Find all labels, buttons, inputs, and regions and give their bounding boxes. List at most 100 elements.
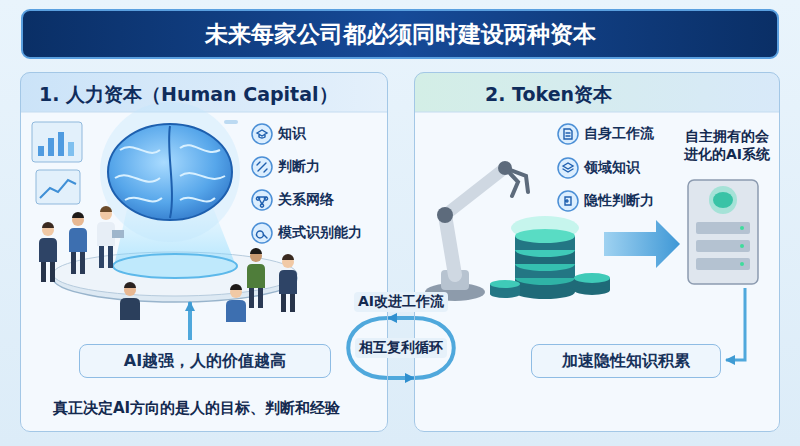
people (99, 246, 104, 268)
brain-hologram (120, 147, 160, 153)
brain-hologram (180, 145, 220, 152)
people (247, 248, 265, 308)
people (279, 254, 297, 312)
token-coins (490, 280, 520, 288)
block-arrow (604, 220, 680, 268)
statement-box: AI越强，人的价值越高 (79, 344, 331, 378)
icon-disc (252, 190, 272, 210)
brain-hologram (169, 126, 172, 218)
server-arrow (726, 288, 745, 360)
chart-panels (68, 142, 74, 156)
up-arrow (190, 302, 191, 340)
token-coins (515, 229, 575, 243)
panel-ground (20, 72, 388, 112)
brain-hologram (100, 102, 240, 278)
capability-item: 隐性判断力 (557, 190, 654, 212)
loop-arcs (348, 318, 388, 378)
people (39, 222, 57, 282)
robot-arm (445, 215, 455, 275)
robot-arm (445, 168, 505, 215)
brain-hologram (108, 124, 232, 220)
people (226, 284, 246, 322)
server (688, 180, 758, 284)
panel-note: 真正决定AI方向的是人的目标、判断和经验 (53, 399, 340, 418)
system-caption: 自主拥有的会 进化的AI系统 (677, 127, 777, 163)
item-text: 关系网络 (278, 191, 334, 209)
people (50, 262, 55, 282)
people (42, 222, 54, 228)
item-text: 判断力 (278, 158, 320, 176)
chart-panels (36, 170, 80, 204)
icon-glyph (563, 163, 573, 172)
block-arrow (604, 220, 680, 268)
people (39, 206, 297, 322)
capability-item: 判断力 (251, 156, 320, 178)
people (258, 288, 263, 308)
server (709, 186, 737, 214)
people (80, 252, 85, 274)
icon-disc (252, 124, 272, 144)
panel-ground (414, 72, 780, 432)
statement-box: 加速隐性知识积累 (531, 344, 721, 378)
capability-item: 知识 (251, 123, 306, 145)
people (230, 284, 242, 290)
item-text: 知识 (278, 125, 306, 143)
people (281, 294, 286, 312)
server (740, 226, 744, 230)
people (120, 298, 140, 320)
chart-panels (40, 180, 76, 198)
chart-panels (32, 122, 82, 162)
panel-ground (414, 72, 780, 112)
token-coins (574, 285, 610, 295)
title-bar (22, 10, 778, 58)
item-icon (557, 123, 579, 145)
server (688, 180, 758, 284)
panel-ground (20, 72, 388, 432)
diagram-title: 未来每家公司都必须同时建设两种资本 (22, 10, 778, 58)
icon-glyph (564, 129, 572, 139)
server (696, 222, 750, 234)
capability-item: 领域知识 (557, 157, 640, 179)
chart-panels (48, 138, 54, 156)
item-text: 领域知识 (584, 159, 640, 177)
title-bar (22, 10, 778, 58)
people (108, 246, 113, 268)
loop-arcs (348, 318, 454, 378)
people (100, 206, 112, 212)
brain-hologram (113, 254, 237, 278)
brain-hologram (125, 198, 162, 202)
panel-heading: 2. Token资本 (485, 82, 612, 108)
up-arrow (188, 302, 192, 340)
icon-glyph (256, 197, 267, 207)
server (740, 244, 744, 248)
people (39, 238, 57, 262)
chart-panels (224, 120, 238, 124)
item-text: 自身工作流 (584, 125, 654, 143)
people (120, 282, 140, 320)
server (696, 240, 750, 252)
server (740, 262, 744, 266)
item-text: 模式识别能力 (278, 224, 362, 242)
people (112, 230, 124, 238)
people (71, 252, 76, 274)
icon-glyph (257, 130, 267, 138)
icon-disc (558, 191, 578, 211)
item-text: 隐性判断力 (584, 192, 654, 210)
capability-item: 模式识别能力 (251, 222, 362, 244)
box-text: 加速隐性知识积累 (562, 351, 690, 372)
icon-glyph (257, 162, 267, 172)
panel-ground (20, 72, 780, 432)
robot-arm (505, 168, 528, 192)
people (282, 254, 294, 260)
icon-disc (252, 157, 272, 177)
capability-item: 自身工作流 (557, 123, 654, 145)
flow-arrow (388, 376, 414, 380)
token-coins (515, 285, 575, 299)
people (250, 248, 262, 254)
token-coins (490, 216, 610, 299)
icon-glyph (565, 197, 571, 205)
people (249, 288, 254, 308)
icon-glyph (257, 231, 267, 238)
